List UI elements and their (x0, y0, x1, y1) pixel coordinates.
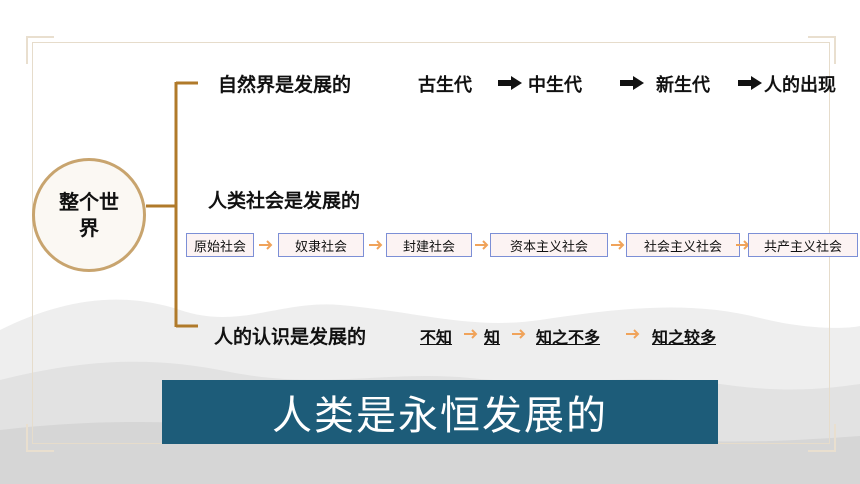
arrow-right-icon (259, 240, 273, 250)
cognition-stage-4: 知之较多 (652, 328, 717, 347)
nature-stage-4: 人的出现 (764, 75, 836, 96)
arrow-right-icon (626, 329, 640, 339)
arrow-right-icon (464, 329, 478, 339)
corner-ornament (808, 424, 836, 452)
nature-stage-2: 中生代 (528, 75, 582, 96)
arrow-right-icon (498, 76, 522, 90)
nature-stage-1: 古生代 (418, 75, 472, 96)
corner-ornament (26, 424, 54, 452)
arrow-right-icon (475, 240, 489, 250)
central-node-line1: 整个世 (59, 190, 119, 214)
arrow-right-icon (611, 240, 625, 250)
central-node: 整个世 界 (32, 158, 146, 272)
cognition-stage-1: 不知 (420, 328, 453, 347)
arrow-right-icon (369, 240, 383, 250)
corner-ornament (808, 36, 836, 64)
society-stage-box: 原始社会 (186, 233, 254, 257)
arrow-right-icon (512, 329, 526, 339)
cognition-branch-label: 人的认识是发展的 (214, 326, 367, 348)
cognition-stage-3: 知之不多 (536, 328, 601, 347)
society-stage-box: 封建社会 (386, 233, 472, 257)
central-node-line2: 界 (79, 216, 99, 240)
arrow-right-icon (738, 76, 762, 90)
cognition-stage-2: 知 (484, 328, 501, 347)
nature-stage-3: 新生代 (656, 75, 710, 96)
society-stage-box: 共产主义社会 (748, 233, 858, 257)
society-stage-box: 资本主义社会 (490, 233, 608, 257)
nature-branch-label: 自然界是发展的 (218, 74, 352, 96)
corner-ornament (26, 36, 54, 64)
society-stage-box: 奴隶社会 (278, 233, 364, 257)
conclusion-banner: 人类是永恒发展的 (162, 380, 718, 444)
society-branch-label: 人类社会是发展的 (208, 190, 361, 212)
society-stage-box: 社会主义社会 (626, 233, 740, 257)
arrow-right-icon (620, 76, 644, 90)
